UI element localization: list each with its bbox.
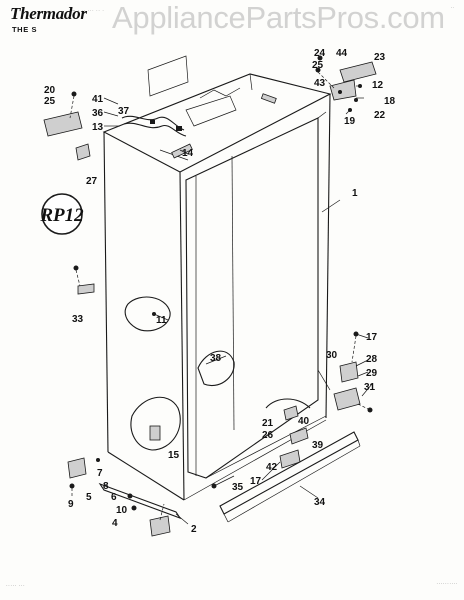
callout-6: 6 <box>111 492 117 503</box>
callout-29: 29 <box>366 368 378 379</box>
callout-26: 26 <box>262 430 274 441</box>
callout-20: 20 <box>44 85 56 96</box>
callout-36: 36 <box>92 108 104 119</box>
callout-labels: 1 2 4 5 6 7 8 9 10 11 12 13 14 15 17 17 … <box>44 48 396 535</box>
callout-17-bottom: 17 <box>250 476 262 487</box>
callout-25-left: 25 <box>44 96 56 107</box>
callout-38: 38 <box>210 353 222 364</box>
callout-23: 23 <box>374 52 386 63</box>
callout-12: 12 <box>372 80 384 91</box>
callout-9: 9 <box>68 499 74 510</box>
callout-25-top: 25 <box>312 60 324 71</box>
callout-10: 10 <box>116 505 128 516</box>
rp12-badge: RP12 <box>39 193 84 235</box>
lower-left-parts <box>67 457 182 537</box>
brand-logo: Thermador <box>10 4 87 23</box>
callout-43: 43 <box>314 78 326 89</box>
callout-39: 39 <box>312 440 324 451</box>
callout-42: 42 <box>266 462 278 473</box>
screw-left-25 <box>73 265 95 295</box>
callout-41: 41 <box>92 94 104 105</box>
callout-2: 2 <box>191 524 197 535</box>
lower-center-parts <box>265 398 311 469</box>
callout-18: 18 <box>384 96 396 107</box>
callout-33: 33 <box>72 314 84 325</box>
callout-24: 24 <box>314 48 326 59</box>
callout-14: 14 <box>182 148 194 159</box>
callout-13: 13 <box>92 122 104 133</box>
badge-label: RP12 <box>39 205 84 226</box>
callout-40: 40 <box>298 416 310 427</box>
callout-17-right: 17 <box>366 332 378 343</box>
footer-right-code: ·········· <box>436 581 458 587</box>
cabinet-shell <box>102 55 332 501</box>
right-side-parts <box>333 331 373 413</box>
base-rail-34 <box>211 431 361 523</box>
callout-34: 34 <box>314 497 326 508</box>
callout-35: 35 <box>232 482 244 493</box>
callout-44: 44 <box>336 48 348 59</box>
callout-28: 28 <box>366 354 378 365</box>
callout-1: 1 <box>352 188 358 199</box>
callout-30: 30 <box>326 350 338 361</box>
callout-5: 5 <box>86 492 92 503</box>
leader-lines <box>103 85 373 525</box>
header-small-print: — · ·· ··· ·· · <box>70 8 105 14</box>
callout-8: 8 <box>103 481 109 492</box>
callout-7: 7 <box>97 468 103 479</box>
footer-left-code: ····· ··· <box>6 583 26 589</box>
callout-11: 11 <box>156 315 167 326</box>
hinge-bracket-top <box>315 55 377 112</box>
corner-mark: ·· <box>450 5 454 11</box>
callout-37: 37 <box>118 106 130 117</box>
callout-22: 22 <box>374 110 386 121</box>
callout-21: 21 <box>262 418 274 429</box>
cutout-38 <box>197 350 235 386</box>
wire-harness-37 <box>121 115 187 137</box>
callout-31: 31 <box>364 382 376 393</box>
callout-15: 15 <box>168 450 180 461</box>
brand-tagline: THE S <box>12 25 38 34</box>
left-top-parts <box>43 91 91 161</box>
callout-19: 19 <box>344 116 356 127</box>
cutout-15 <box>130 396 181 451</box>
callout-4: 4 <box>112 518 118 529</box>
callout-27: 27 <box>86 176 98 187</box>
